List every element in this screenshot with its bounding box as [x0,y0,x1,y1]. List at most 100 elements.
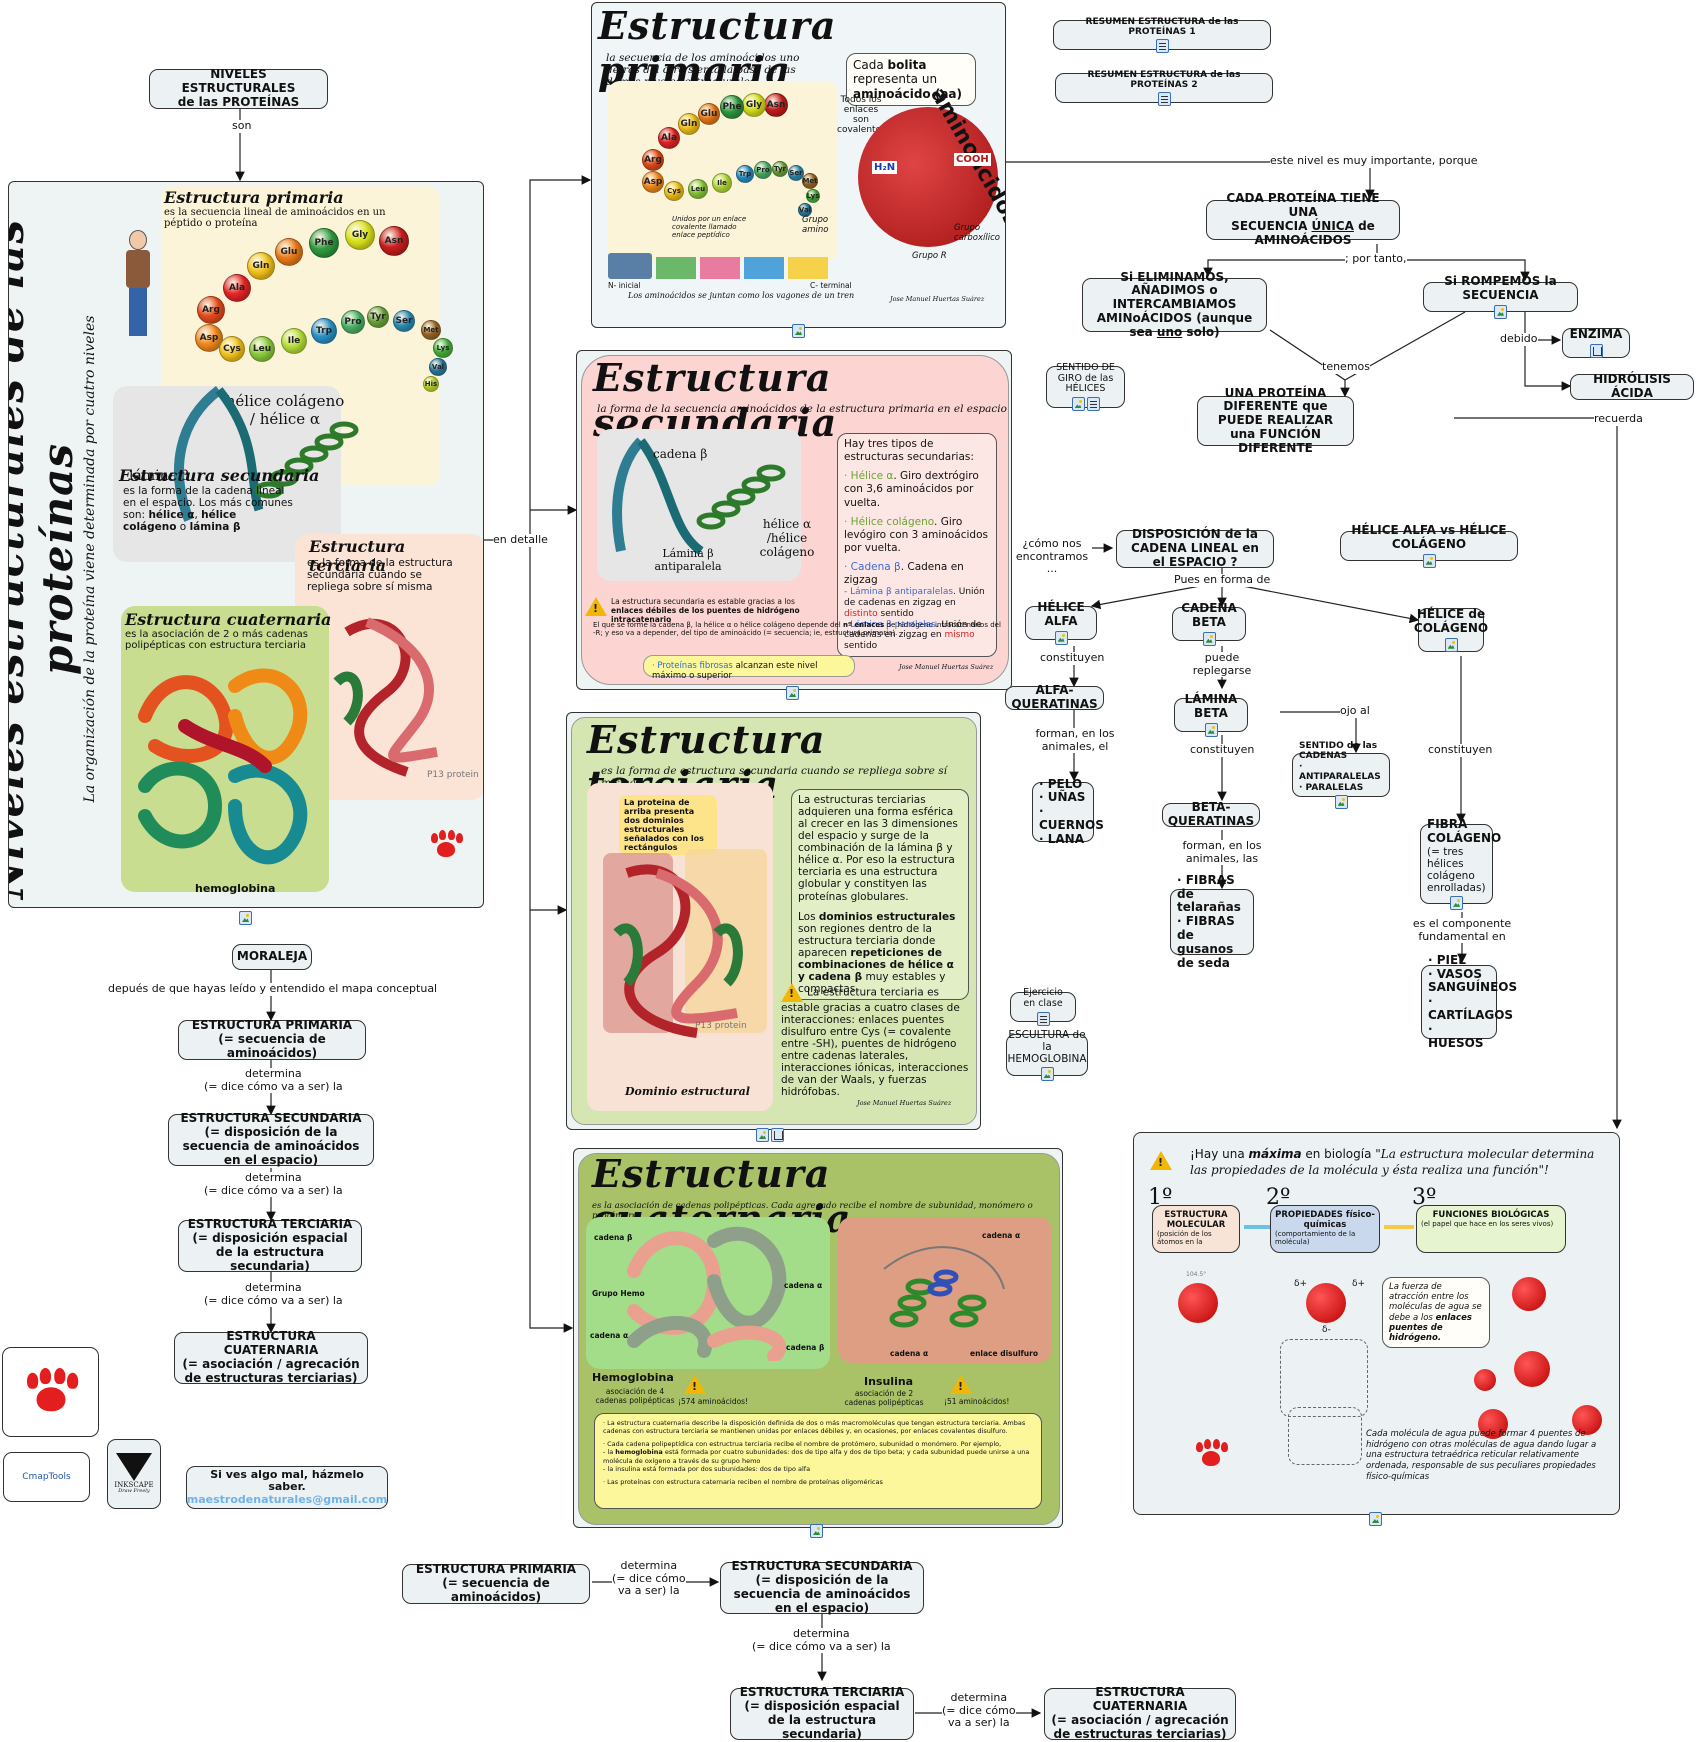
image-icon[interactable] [1444,637,1458,652]
image-icon[interactable] [239,911,252,925]
email-link[interactable]: maestrodenaturales@gmail.com [186,1492,388,1506]
maxima-panel[interactable]: ¡Hay una máxima en biología "La estructu… [1133,1132,1620,1515]
overview-panel[interactable]: Niveles estructurales de las proteínas L… [8,181,484,908]
amino-acid-bead: Lys [433,338,453,358]
concept-lamina-beta[interactable]: LÁMINA BETA [1174,692,1248,737]
moraleja-step[interactable]: ESTRUCTURA TERCIARIA(= disposición espac… [178,1218,362,1273]
image-icon[interactable] [1369,1512,1382,1526]
concept-piel-vasos[interactable]: · PIEL· VASOS SANGUÍNEOS· CARTÍLAGOS· HU… [1421,953,1517,1049]
secundaria-panel[interactable]: Estructura secundaria la forma de la sec… [576,350,1012,690]
document-icon[interactable] [1086,397,1100,412]
image-icon[interactable] [1071,397,1085,412]
concept-map-icon[interactable] [1589,343,1603,358]
link-label-por-tanto: ; por tanto, [1345,252,1407,266]
ins-label-cadena-alfa: cadena α [982,1231,1021,1240]
link-label-son: son [232,119,252,133]
image-icon[interactable] [1334,794,1348,809]
concept-alfa-queratinas[interactable]: ALFA-QUERATINAS [1005,683,1104,711]
chain-primaria[interactable]: ESTRUCTURA PRIMARIA(= secuencia de amino… [402,1563,590,1604]
dog-note: La proteina de arriba presenta dos domin… [619,795,717,855]
concept-beta-queratinas[interactable]: BETA-QUERATINAS [1162,800,1260,828]
cmaptools-logo[interactable]: CmapTools [3,1452,90,1502]
concept-niveles-estructurales[interactable]: NIVELES ESTRUCTURALES de las PROTEÍNAS [149,68,328,109]
fibrosas-note: · Proteínas fibrosas alcanzan este nivel… [643,655,855,681]
covalentes-note: Todos los enlaces son covalentes [837,95,886,135]
moraleja-step[interactable]: ESTRUCTURA PRIMARIA(= secuencia de amino… [178,1019,366,1060]
amino-acid-bead: Glu [698,103,720,125]
maestro-logo-card[interactable] [2,1347,99,1437]
concept-sentido-giro[interactable]: SENTIDO DE GIRO de las HÉLICES [1046,362,1125,412]
concept-eliminamos[interactable]: Si ELIMINAMOS, AÑADIMOS o INTERCAMBIAMOS… [1082,270,1267,339]
document-icon[interactable] [1036,1011,1050,1026]
concept-enzima[interactable]: ENZIMA [1562,327,1630,358]
concept-hidrolisis[interactable]: HIDRÓLISIS ÁCIDA [1570,372,1694,400]
concept-resumen-2[interactable]: RESUMEN ESTRUCTURA de las PROTEÍNAS 2 [1055,70,1273,107]
concept-escultura[interactable]: ESCULTURA de la HEMOGLOBINA [1006,1029,1088,1082]
document-icon[interactable] [1157,92,1171,107]
moraleja-step[interactable]: ESTRUCTURA SECUNDARIA(= disposición de l… [168,1112,374,1167]
concept-cadena-beta[interactable]: CADENA BETA [1172,601,1246,646]
concept-rompemos[interactable]: Si ROMPEMOS la SECUENCIA [1423,274,1578,319]
ins-label-disulfuro: enlace disulfuro [970,1349,1038,1358]
concept-pelo-unas[interactable]: · PELO· UÑAS· CUERNOS· LANA [1032,777,1104,846]
link-label-forman-las: forman, en los animales, las [1180,839,1264,866]
concept-disposicion[interactable]: DISPOSICIÓN de la CADENA LINEAL en el ES… [1116,527,1274,569]
concept-fibra-colageno[interactable]: FIBRA COLÁGENO(= tres hélices colágeno e… [1420,817,1501,910]
image-icon[interactable] [1054,630,1068,645]
concept-secuencia-unica[interactable]: CADA PROTEÍNA TIENE UNA SECUENCIA ÚNICA … [1206,192,1400,247]
secundaria-attachments [786,684,799,700]
image-icon[interactable] [810,1524,823,1538]
cuaternaria-panel[interactable]: Estructura cuaternaria es la asociación … [573,1148,1063,1528]
step-box: PROPIEDADES físico-químicas(comportamien… [1270,1205,1380,1253]
chain-cuaternaria[interactable]: ESTRUCTURA CUATERNARIA(= asociación / ag… [1044,1686,1236,1741]
terciaria-text: es la forma de la estructura secundaria … [307,557,453,593]
moraleja-step[interactable]: ESTRUCTURA CUATERNARIA(= asociación / ag… [174,1330,368,1385]
amino-acid-bead: Val [429,358,447,376]
concept-moraleja[interactable]: MORALEJA [232,944,312,970]
angle-label: 104.5° [1186,1271,1207,1278]
grupo-carboxilico-label: Grupo carboxílico [954,223,1000,243]
hemoglobina-name: Hemoglobina [592,1371,674,1384]
image-icon[interactable] [1202,631,1216,646]
amino-acid-bead: Leu [249,336,275,362]
ins-label-cadena-alfa: cadena α [890,1349,929,1358]
image-icon[interactable] [1450,895,1463,910]
amino-acid-bead: Asn [379,226,409,256]
p13-protein-illustration [333,617,438,777]
grupo-r-label: Grupo R [912,251,947,261]
image-icon[interactable] [786,686,799,700]
concept-resumen-1[interactable]: RESUMEN ESTRUCTURA de las PROTEÍNAS 1 [1053,17,1271,54]
primaria-attachments [792,322,805,338]
concept-helice-colageno[interactable]: HÉLICE de COLÁGENO [1414,607,1488,652]
concept-sentido-cadenas[interactable]: SENTIDO de las CADENAS· ANTIPARALELAS· P… [1292,741,1390,809]
link-label-tenemos: tenemos [1322,360,1370,374]
overview-title: Niveles estructurales de las proteínas L… [8,218,98,900]
image-icon[interactable] [1494,304,1507,319]
image-icon[interactable] [756,1128,769,1142]
chain-terciaria[interactable]: ESTRUCTURA TERCIARIA(= disposición espac… [730,1686,914,1741]
amino-acid-bead: Tyr [367,306,389,328]
document-icon[interactable] [1155,39,1169,54]
image-icon[interactable] [1040,1067,1054,1082]
feedback-note[interactable]: Si ves algo mal, házmelo saber. maestrod… [186,1466,388,1509]
amino-acid-bead: Asp [642,171,664,193]
amino-acid-bead: Ala [658,127,680,149]
concept-fibras[interactable]: · FIBRAS de telarañas· FIBRAS de gusanos… [1170,873,1254,969]
image-icon[interactable] [792,324,805,338]
primaria-panel[interactable]: Estructura primaria la secuencia de los … [591,2,1006,328]
image-icon[interactable] [1422,553,1436,568]
concept-map-icon[interactable] [771,1128,784,1142]
chain-secundaria[interactable]: ESTRUCTURA SECUNDARIA(= disposición de l… [720,1560,924,1615]
cadena-beta-label: cadena β [653,447,708,461]
concept-helice-alfa[interactable]: HÉLICE ALFA [1025,600,1097,645]
concept-ejercicio[interactable]: Ejercicio en clase [1010,987,1076,1026]
hb-label-grupo-hemo: Grupo Hemo [592,1289,645,1298]
amino-acid-bead: Phe [720,95,744,119]
concept-proteina-diferente[interactable]: UNA PROTEÍNA DIFERENTE que PUEDE REALIZA… [1197,386,1354,455]
terciaria-panel[interactable]: Estructura terciaria es la forma de estr… [566,712,981,1130]
author-signature: Jose Manuel Huertas Suárez [890,295,985,303]
image-icon[interactable] [1204,722,1218,737]
concept-alfa-vs-colageno[interactable]: HÉLICE ALFA vs HÉLICE COLÁGENO [1340,523,1518,568]
